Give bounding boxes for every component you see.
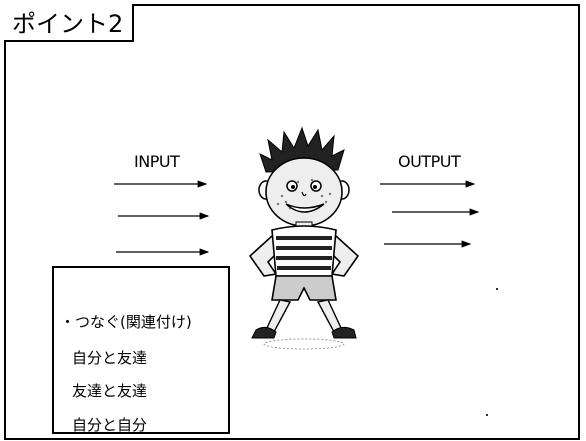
box-item: 自分と自分 [72, 416, 148, 434]
boy-hair [259, 126, 345, 173]
stray-dot [496, 288, 498, 290]
output-label: OUTPUT [398, 152, 461, 171]
stray-dot [486, 414, 488, 416]
box-item: 友達と友達 [72, 382, 148, 400]
output-arrows [380, 180, 480, 248]
boy-face [265, 157, 343, 227]
slide-frame [4, 4, 580, 440]
input-arrows [114, 180, 210, 256]
input-label: INPUT [134, 152, 180, 171]
linking-box: ・つなぐ(関連付け) 自分と友達 友達と友達 自分と自分 [52, 266, 230, 434]
boy-right-arm [327, 235, 360, 277]
boy-shorts [271, 275, 337, 301]
slide-title: ポイント2 [12, 10, 124, 38]
title-box: ポイント2 [4, 4, 134, 42]
box-item: ・つなぐ(関連付け) [60, 313, 192, 331]
boy-illustration [248, 126, 360, 350]
box-item: 自分と友達 [72, 349, 148, 367]
boy-left-arm [248, 235, 281, 277]
